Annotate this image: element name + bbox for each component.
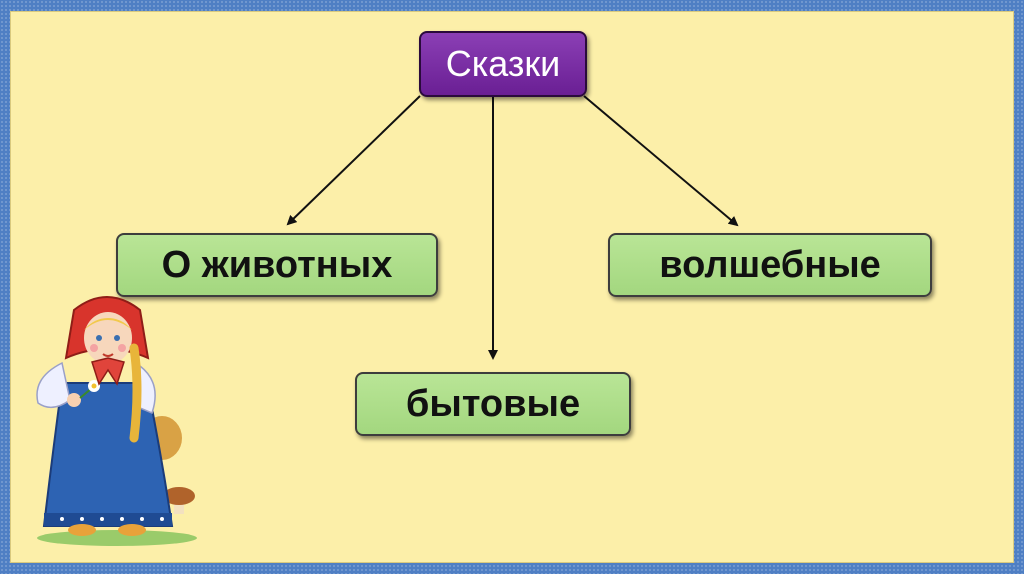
- arrow-to-animals: [288, 96, 420, 224]
- arrow-to-magic: [584, 96, 737, 225]
- child-node-label: волшебные: [659, 244, 881, 287]
- child-node-label: бытовые: [406, 383, 580, 426]
- child-node-label: О животных: [162, 244, 393, 287]
- root-node-label: Сказки: [446, 43, 561, 85]
- root-node-fairy-tales: Сказки: [419, 31, 587, 97]
- russian-folk-girl-icon: [22, 288, 212, 550]
- child-node-household: бытовые: [355, 372, 631, 436]
- child-node-magic: волшебные: [608, 233, 932, 297]
